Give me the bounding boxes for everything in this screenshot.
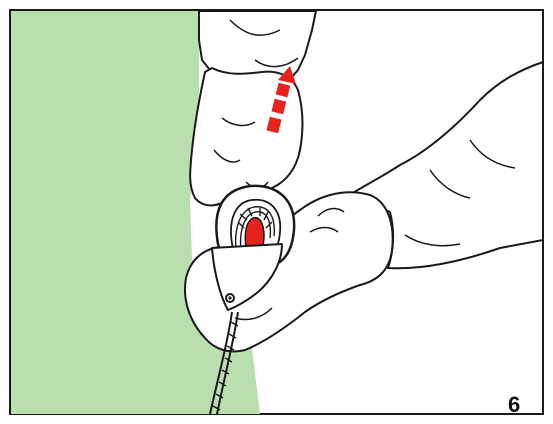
wedge-bolt-center [228, 296, 231, 299]
step-number-label: 6 [508, 394, 520, 416]
